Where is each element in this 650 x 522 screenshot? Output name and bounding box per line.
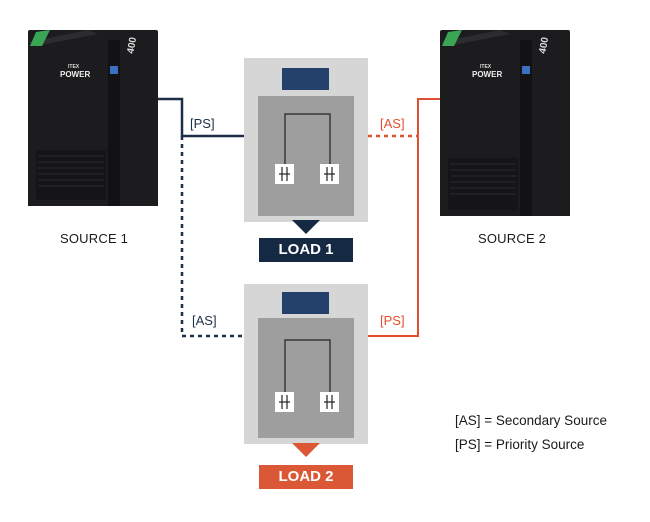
transfer-switch-1-wiring (275, 113, 339, 184)
load1-box: LOAD 1 (259, 238, 353, 262)
tag-source1-load1: [PS] (190, 116, 215, 131)
legend-priority: [PS] = Priority Source (455, 437, 585, 452)
tag-source2-load1: [AS] (380, 116, 405, 131)
tag-source2-load2: [PS] (380, 313, 405, 328)
source2-label: SOURCE 2 (478, 231, 547, 246)
transfer-switch-2-panel (258, 318, 354, 438)
source1-ups-cabinet: ITEX POWER 400 (28, 30, 158, 206)
source2-ups-cabinet: ITEX POWER 400 (440, 30, 570, 216)
transfer-switch-2 (244, 284, 368, 444)
load2-arrow (292, 443, 320, 457)
source2-priority-line (368, 98, 440, 337)
source1-label: SOURCE 1 (60, 231, 129, 246)
tag-source1-load2: [AS] (192, 313, 217, 328)
source1-brand-top: ITEX (68, 64, 80, 70)
source1-alternate-line (180, 136, 244, 338)
transfer-switch-1-display (282, 68, 329, 90)
source1-priority-line (158, 97, 244, 138)
transfer-switch-1 (244, 58, 368, 222)
source2-brand-top: ITEX (480, 64, 492, 70)
source1-brand-logo: POWER (60, 70, 91, 79)
transfer-switch-2-wiring (275, 339, 339, 412)
load2-box: LOAD 2 (259, 465, 353, 489)
transfer-switch-2-display (282, 292, 329, 314)
legend-secondary: [AS] = Secondary Source (455, 413, 607, 428)
transfer-switch-1-panel (258, 96, 354, 216)
load1-arrow (292, 220, 320, 234)
source2-brand-logo: POWER (472, 70, 503, 79)
